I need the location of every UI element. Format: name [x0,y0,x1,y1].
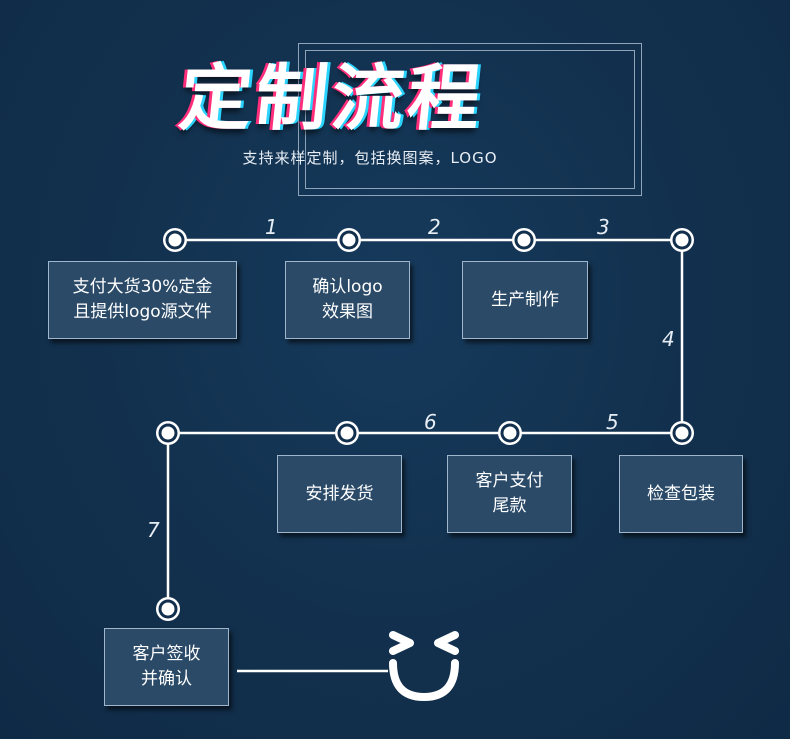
node-dot-e [670,421,694,445]
step-number-5: 5 [606,410,619,434]
node-dots [156,228,694,621]
node-dot-i [156,597,180,621]
step-number-4: 4 [662,327,675,351]
smiley-right-eye [434,631,459,655]
step-box-confirm-logo-line2: 效果图 [322,302,373,322]
smiley-left-eye [389,631,414,655]
decorative-frame-outer [298,43,642,196]
node-dot-b [337,228,361,252]
step-box-deposit: 支付大货30%定金 且提供logo源文件 [48,261,237,339]
node-dot-h [156,421,180,445]
step-box-receipt-line1: 客户签收 [132,644,201,664]
node-dot-c [512,228,536,252]
step-box-production: 生产制作 [462,261,588,339]
step-box-receipt-line2: 并确认 [141,669,192,689]
decorative-frame-inner [305,50,635,189]
node-dot-g [335,421,359,445]
step-box-deposit-line1: 支付大货30%定金 [72,277,213,297]
node-dot-f [498,421,522,445]
step-number-6: 6 [424,410,437,434]
step-box-production-line1: 生产制作 [491,289,559,310]
step-number-1: 1 [265,215,278,239]
page-subtitle: 支持来样定制，包括换图案，LOGO [242,149,498,167]
step-box-confirm-logo: 确认logo 效果图 [285,261,410,339]
step-box-inspect-pack-line1: 检查包装 [647,483,715,504]
smiley-face-icon [389,631,459,701]
step-box-inspect-pack: 检查包装 [619,455,743,533]
connector-lines [166,238,684,673]
node-dot-a [163,228,187,252]
node-dot-d [670,228,694,252]
step-box-receipt: 客户签收 并确认 [104,628,229,706]
step-box-confirm-logo-line1: 确认logo [312,277,383,297]
step-box-shipping-line1: 安排发货 [305,483,374,504]
step-box-deposit-line2: 且提供logo源文件 [73,302,212,322]
step-number-7: 7 [147,518,160,542]
step-box-final-payment-line2: 尾款 [492,496,527,516]
step-number-2: 2 [428,215,441,239]
step-box-final-payment-line1: 客户支付 [475,471,544,491]
smiley-mouth [389,659,459,701]
step-box-shipping: 安排发货 [277,455,402,533]
step-box-final-payment: 客户支付 尾款 [447,455,572,533]
step-number-3: 3 [597,215,610,239]
